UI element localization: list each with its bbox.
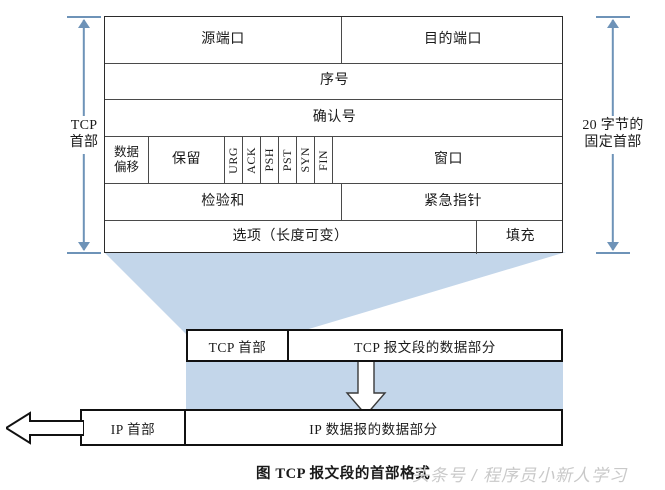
flag-label: ACK	[244, 146, 258, 174]
cell-flag-fin: FIN	[315, 137, 333, 183]
left-measure-line2: 首部	[69, 134, 99, 150]
cell-checksum: 检验和	[105, 184, 342, 220]
flag-label: URG	[226, 146, 240, 174]
tcp-data-cell: TCP 报文段的数据部分	[289, 331, 561, 360]
measure-arrowhead-down	[607, 242, 619, 251]
cell-label: 确认号	[312, 109, 357, 125]
encapsulation-down-arrow-icon	[345, 355, 387, 417]
flag-label: FIN	[316, 149, 330, 171]
cell-padding: 填充	[477, 221, 564, 254]
right-measure-line1: 20 字节的	[582, 118, 644, 133]
ip-datagram-box: IP 首部 IP 数据报的数据部分	[80, 409, 563, 446]
right-measure-fixed-header: 20 字节的 固定首部	[581, 16, 645, 254]
flag-label: PSH	[262, 148, 276, 172]
ip-data-cell: IP 数据报的数据部分	[186, 411, 561, 444]
ip-header-cell: IP 首部	[82, 411, 186, 444]
table-row: 数据 偏移 保留 URG ACK PSH PST SYN FIN	[105, 137, 562, 184]
cell-label-line2: 偏移	[113, 160, 139, 174]
cell-sequence-number: 序号	[105, 64, 564, 99]
left-measure-line1: TCP	[70, 118, 98, 133]
right-measure-line2: 固定首部	[584, 134, 642, 150]
cell-window: 窗口	[333, 137, 564, 183]
table-row: 源端口 目的端口	[105, 17, 562, 64]
left-measure-tcp-header: TCP 首部	[62, 16, 106, 254]
tcp-data-label: TCP 报文段的数据部分	[354, 339, 496, 355]
flag-label: PST	[280, 148, 294, 172]
measure-arrowhead-down	[78, 242, 90, 251]
tcp-header-label: TCP 首部	[208, 339, 267, 355]
measure-cap-top	[67, 16, 101, 19]
flag-label: SYN	[298, 147, 312, 173]
cell-label: 目的端口	[424, 31, 482, 47]
right-measure-label: 20 字节的 固定首部	[581, 116, 645, 154]
cell-source-port: 源端口	[105, 17, 342, 63]
table-row: 确认号	[105, 100, 562, 137]
measure-cap-bottom	[67, 251, 101, 254]
left-measure-label: TCP 首部	[68, 116, 100, 154]
watermark-text: 头条号 / 程序员小新人学习	[412, 466, 628, 485]
measure-cap-bottom	[596, 251, 630, 254]
cell-flag-syn: SYN	[297, 137, 315, 183]
tcp-header-table: 源端口 目的端口 序号 确认号 数据 偏移 保留	[104, 16, 563, 254]
cell-label-line1: 数据	[113, 145, 139, 160]
cell-label: 源端口	[201, 31, 245, 47]
cell-label: 序号	[320, 73, 349, 89]
tcp-segment-box: TCP 首部 TCP 报文段的数据部分	[186, 329, 563, 362]
cell-acknowledgement-number: 确认号	[105, 100, 564, 136]
cell-data-offset: 数据 偏移	[105, 137, 149, 183]
measure-cap-top	[596, 16, 630, 19]
cell-label: 保留	[172, 151, 201, 167]
cell-flag-psh: PSH	[261, 137, 279, 183]
transmission-left-arrow-icon	[6, 411, 84, 445]
table-row: 选项（长度可变） 填充	[105, 221, 562, 254]
ip-header-label: IP 首部	[110, 421, 156, 437]
cell-label: 填充	[506, 229, 535, 245]
funnel-connector	[104, 252, 566, 334]
table-row: 序号	[105, 64, 562, 100]
cell-reserved: 保留	[149, 137, 225, 183]
cell-label: 选项（长度可变）	[232, 229, 349, 245]
ip-data-label: IP 数据报的数据部分	[309, 421, 438, 437]
cell-label: 窗口	[434, 151, 463, 167]
cell-options: 选项（长度可变）	[105, 221, 477, 254]
cell-label: 紧急指针	[424, 193, 482, 209]
tcp-header-cell: TCP 首部	[188, 331, 289, 360]
cell-flag-pst: PST	[279, 137, 297, 183]
cell-label: 检验和	[201, 193, 245, 209]
cell-urgent-pointer: 紧急指针	[342, 184, 564, 220]
cell-flag-urg: URG	[225, 137, 243, 183]
cell-destination-port: 目的端口	[342, 17, 564, 63]
figure-caption: 图 TCP 报文段的首部格式	[256, 466, 431, 482]
cell-flag-ack: ACK	[243, 137, 261, 183]
table-row: 检验和 紧急指针	[105, 184, 562, 221]
